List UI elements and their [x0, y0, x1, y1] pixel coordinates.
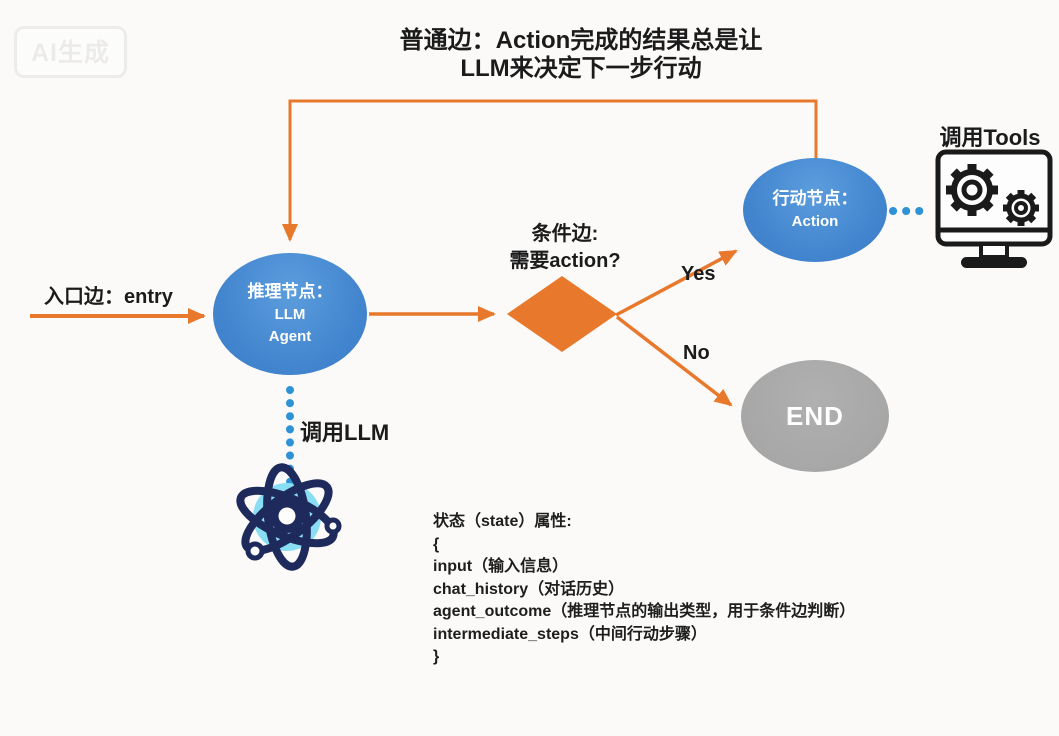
no-edge-arrow — [615, 315, 733, 407]
gear-large-icon — [946, 164, 998, 216]
state-line: { — [433, 535, 440, 553]
llm-node-title: 推理节点： — [247, 282, 333, 301]
title-line-1: 普通边：Action完成的结果总是让 — [399, 27, 763, 54]
entry-edge-label: 入口边：entry — [44, 286, 173, 308]
yes-edge-label: Yes — [681, 263, 716, 285]
llm-node-subtitle-2: Agent — [268, 328, 312, 345]
node-llm-agent: 推理节点： LLM Agent — [213, 253, 367, 375]
node-action: 行动节点： Action — [743, 158, 887, 262]
condition-diamond — [507, 276, 617, 352]
state-line: intermediate_steps（中间行动步骤） — [433, 625, 707, 643]
gear-small-icon — [1003, 190, 1039, 226]
ai-generated-watermark: AI生成 — [14, 26, 128, 78]
action-node-title: 行动节点： — [772, 189, 858, 208]
call-tools-label: 调用Tools — [939, 125, 1041, 150]
atom-icon — [236, 463, 342, 571]
yes-edge-arrow — [615, 249, 738, 317]
state-line: chat_history（对话历史） — [433, 580, 625, 598]
state-line: agent_outcome（推理节点的输出类型，用于条件边判断） — [433, 603, 856, 620]
state-line: } — [433, 648, 440, 665]
no-edge-label: No — [683, 342, 710, 364]
condition-edge-label: 条件边: 需要action? — [509, 221, 620, 275]
state-line: input（输入信息） — [433, 558, 569, 575]
title-line-2: LLM来决定下一步行动 — [460, 55, 702, 82]
state-line: 状态（state）属性: — [433, 513, 572, 530]
condition-label-line-2: 需要action? — [509, 250, 621, 272]
llm-node-subtitle-1: LLM — [274, 306, 306, 323]
call-llm-label: 调用LLM — [300, 420, 390, 445]
state-attributes-block: 状态（state）属性: { input（输入信息） chat_history（… — [433, 511, 855, 669]
diagram-title: 普通边：Action完成的结果总是让 LLM来决定下一步行动 — [400, 27, 763, 83]
monitor-with-gears-icon — [935, 149, 1053, 268]
loop-edge-arrow — [282, 99, 818, 242]
node-end: END — [741, 360, 889, 472]
condition-label-line-1: 条件边: — [531, 223, 599, 245]
action-node-subtitle: Action — [791, 213, 839, 230]
